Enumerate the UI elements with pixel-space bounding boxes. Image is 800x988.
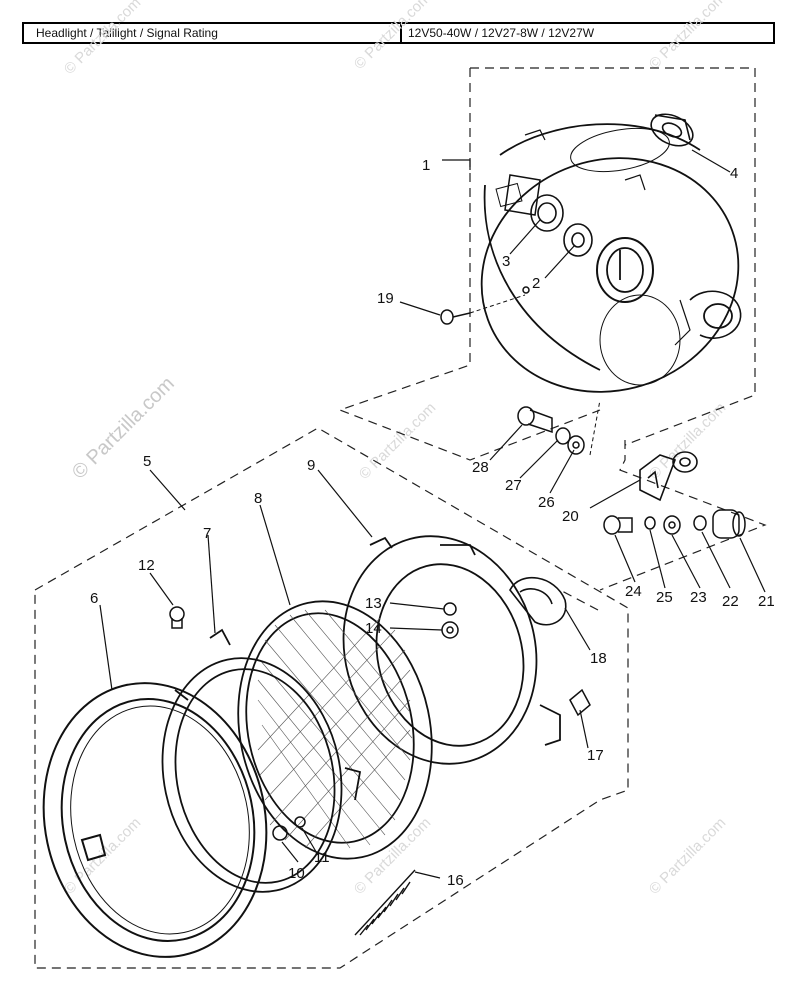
callout-17: 17 — [587, 747, 604, 764]
screw-part-19 — [440, 286, 530, 325]
spring-part-16 — [354, 869, 416, 936]
callout-numbers: 1 2 3 4 5 6 7 8 9 10 11 12 13 14 16 17 1… — [90, 157, 775, 889]
callout-21: 21 — [758, 593, 775, 610]
callout-22: 22 — [722, 593, 739, 610]
callout-12: 12 — [138, 557, 155, 574]
grommet-part-4 — [650, 113, 694, 147]
watermark-5: © Partzilla.com — [646, 399, 729, 482]
headlight-body-part-9 — [342, 535, 561, 765]
callout-6: 6 — [90, 590, 98, 607]
callout-14: 14 — [365, 620, 382, 637]
callout-25: 25 — [656, 589, 673, 606]
callout-27: 27 — [505, 477, 522, 494]
callout-20: 20 — [562, 508, 579, 525]
watermark-1: © Partzilla.com — [61, 0, 144, 78]
fastener-parts-21-25 — [603, 509, 746, 539]
callout-16: 16 — [447, 872, 464, 889]
callout-24: 24 — [625, 583, 642, 600]
callout-23: 23 — [690, 589, 707, 606]
callout-28: 28 — [472, 459, 489, 476]
callout-19: 19 — [377, 290, 394, 307]
callout-1: 1 — [422, 157, 430, 174]
assembly-outlines — [34, 67, 767, 969]
lens-part-18 — [509, 576, 567, 626]
bracket-assembly-outline — [599, 440, 767, 591]
watermark-4: © Partzilla.com — [356, 399, 439, 482]
bracket-part-20 — [639, 451, 698, 502]
watermark-2: © Partzilla.com — [351, 0, 434, 73]
cap-parts-2-3 — [530, 194, 593, 257]
housing-assembly-outline — [338, 67, 756, 461]
spec-label: Headlight / Taillight / Signal Rating — [24, 24, 402, 42]
bolt-parts-26-28 — [517, 399, 601, 456]
headlight-housing — [480, 123, 742, 393]
watermarks: © Partzilla.com © Partzilla.com © Partzi… — [61, 0, 729, 898]
rim-assembly-outline — [559, 589, 599, 611]
callout-18: 18 — [590, 650, 607, 667]
spec-table: Headlight / Taillight / Signal Rating 12… — [22, 22, 775, 44]
watermark-8: © Partzilla.com — [646, 814, 729, 897]
clip-part-17 — [569, 688, 591, 717]
nut-parts-13-14 — [441, 602, 459, 639]
callout-10: 10 — [288, 865, 305, 882]
callout-5: 5 — [143, 453, 151, 470]
unit-assembly-outline — [34, 427, 629, 969]
callout-7: 7 — [203, 525, 211, 542]
sealed-beam-part-8 — [237, 600, 433, 860]
watermark-3: © Partzilla.com — [646, 0, 729, 73]
rim-part-6 — [42, 682, 268, 958]
leader-lines — [99, 149, 766, 879]
callout-2: 2 — [532, 275, 540, 292]
callout-26: 26 — [538, 494, 555, 511]
mounting-ring-part-7 — [161, 628, 362, 893]
callout-3: 3 — [502, 253, 510, 270]
screw-parts-10-11-12 — [169, 606, 306, 841]
callout-4: 4 — [730, 165, 738, 182]
callout-9: 9 — [307, 457, 315, 474]
callout-8: 8 — [254, 490, 262, 507]
callout-13: 13 — [365, 595, 382, 612]
watermark-main: © Partzilla.com — [68, 373, 179, 484]
spec-value: 12V50-40W / 12V27-8W / 12V27W — [408, 26, 595, 40]
sealed-beam-lens-pattern — [257, 609, 413, 849]
callout-11: 11 — [314, 849, 330, 866]
